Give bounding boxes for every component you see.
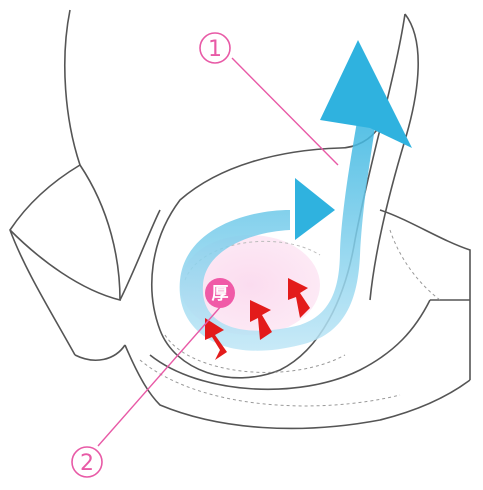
callout-1-number: 1 [208, 37, 222, 62]
callout-1-leader [232, 58, 338, 165]
thick-badge-label: 厚 [212, 284, 229, 304]
left-cup-outline [10, 10, 160, 360]
callout-2-number: 2 [80, 451, 94, 476]
blue-side-arrow-icon [295, 178, 335, 240]
callout-2-leader [98, 305, 222, 446]
